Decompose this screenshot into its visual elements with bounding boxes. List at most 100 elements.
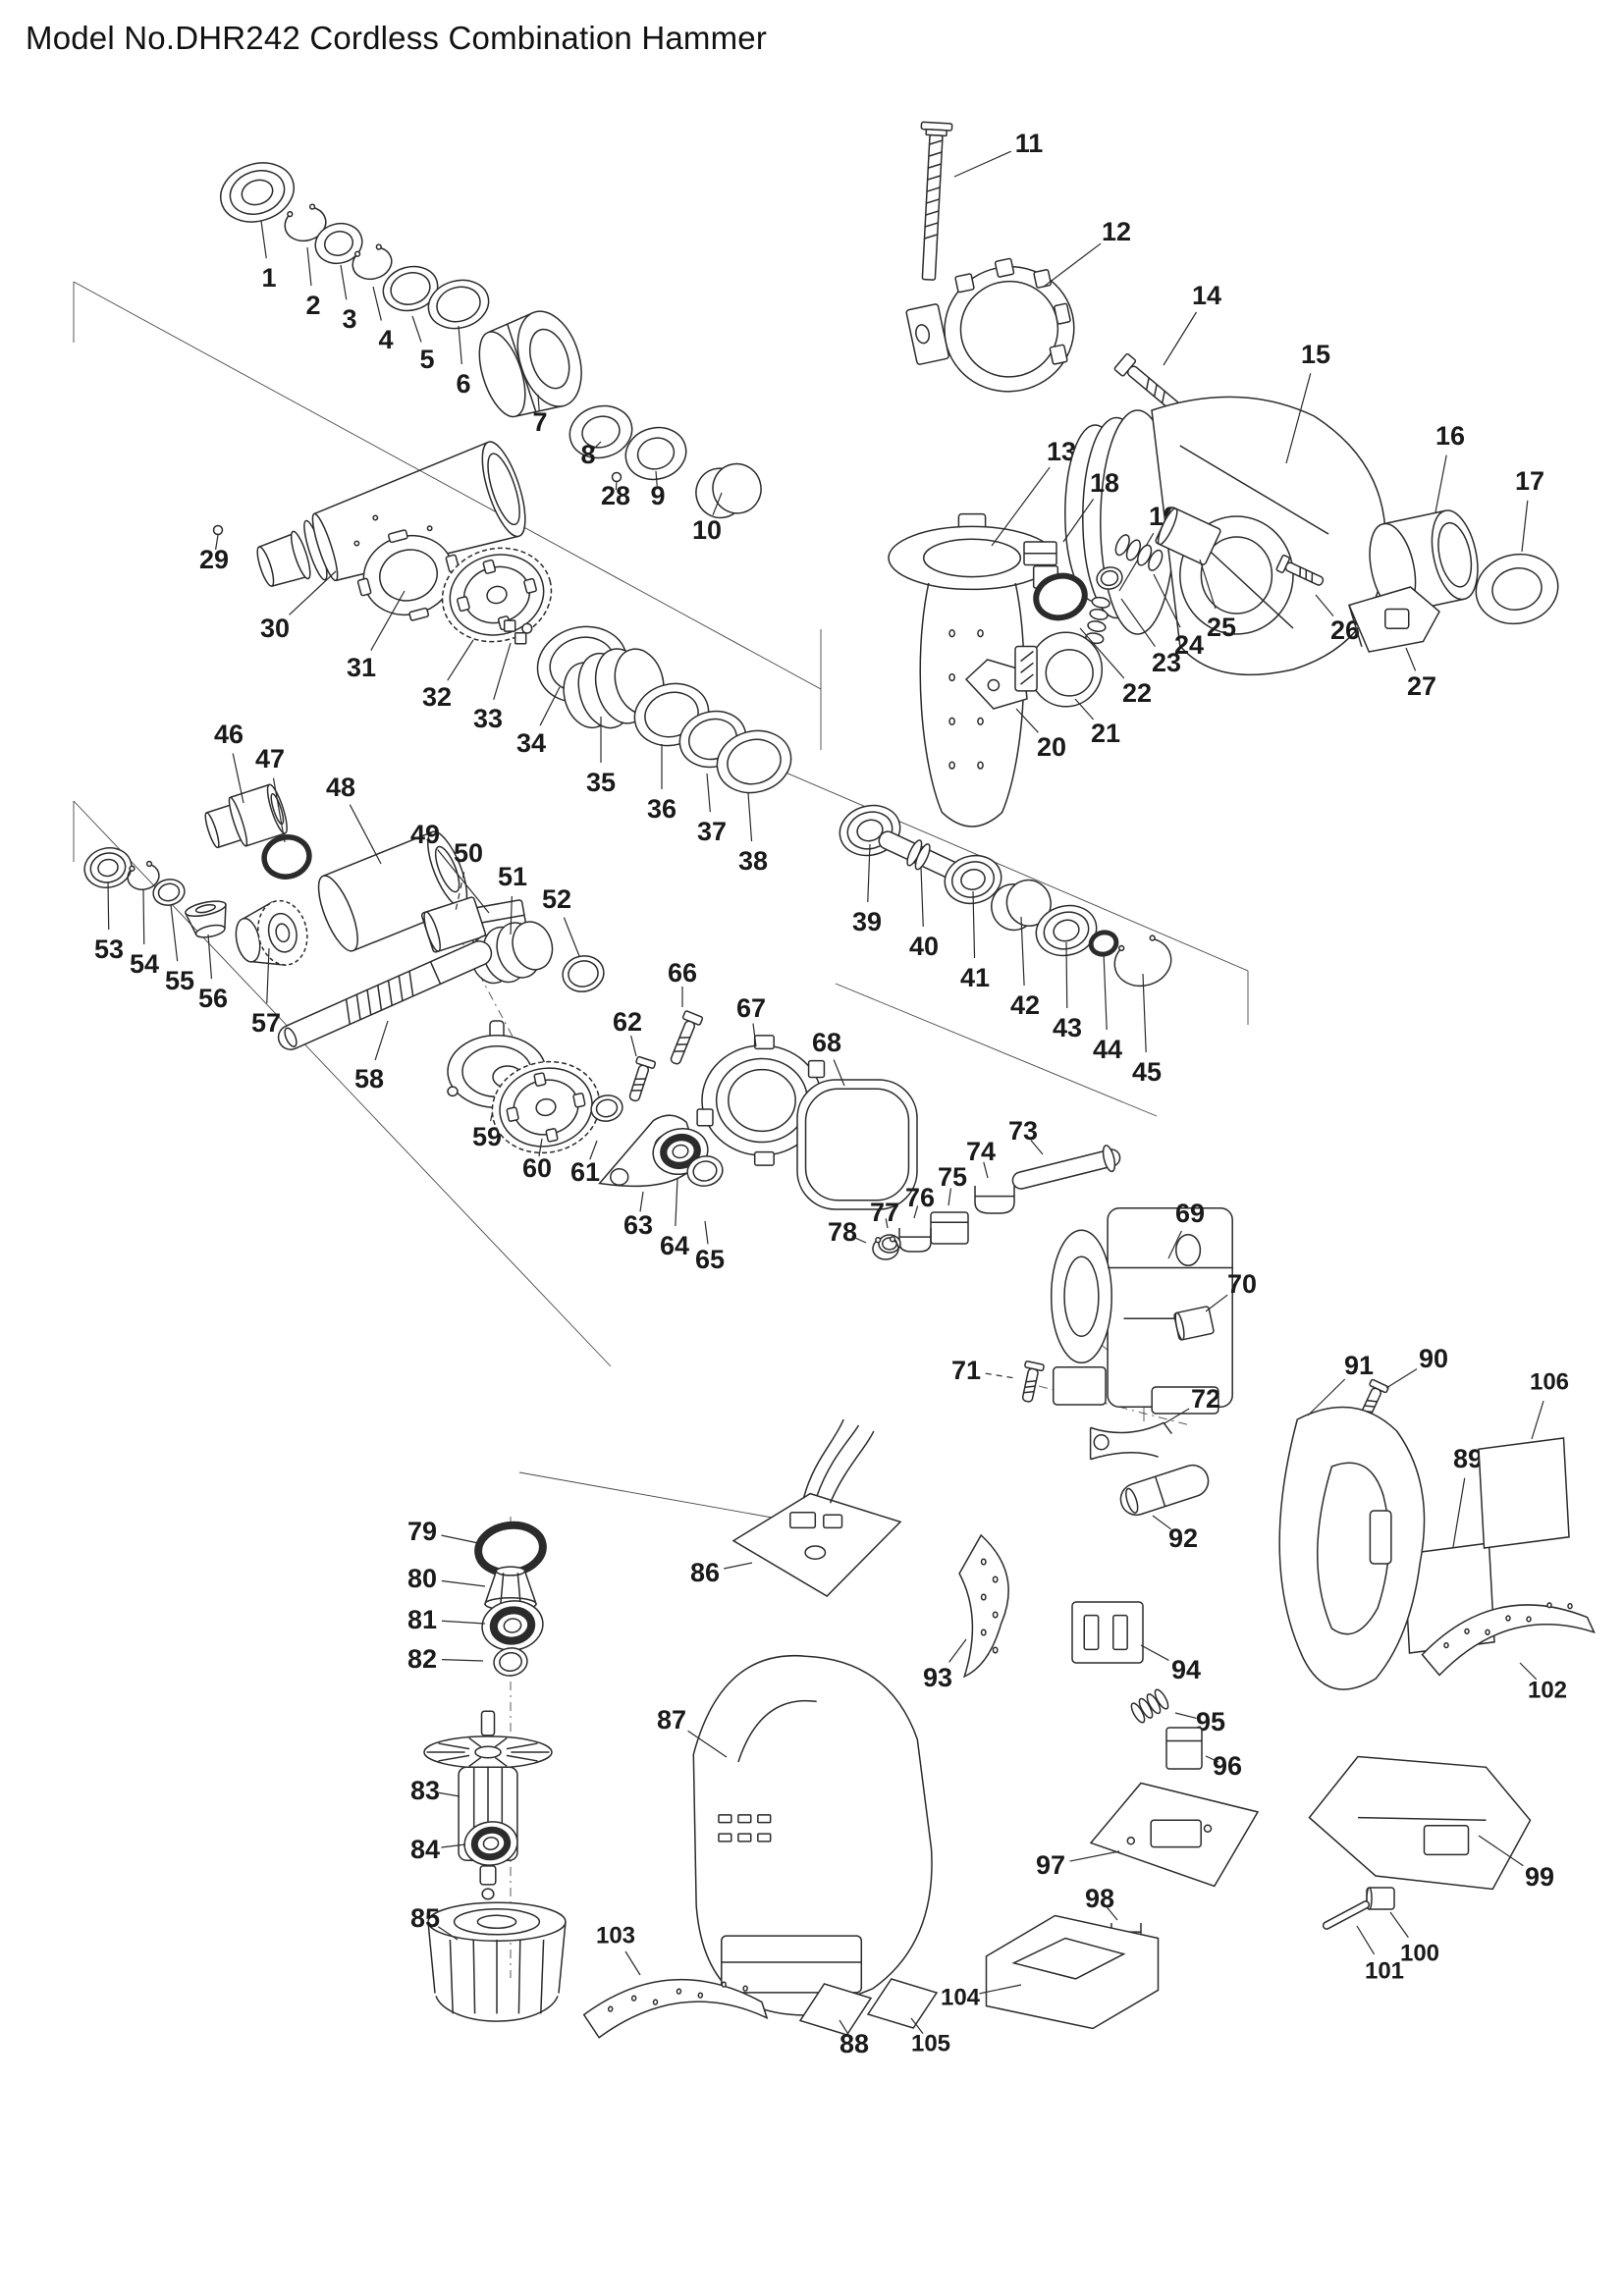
part-glyph-71 [1021,1361,1045,1403]
leader-line-88 [839,2019,849,2035]
part-label-98: 98 [1085,1884,1114,1913]
part-glyph-66 [670,1010,704,1065]
leader-line-43 [1065,941,1068,1009]
part-label-97: 97 [1036,1850,1065,1880]
leader-line-99 [1478,1835,1524,1867]
leader-line-48 [349,804,382,865]
part-glyph-84 [463,1821,518,1866]
leader-line-13 [991,466,1051,547]
part-label-73: 73 [1008,1116,1038,1146]
part-label-9: 9 [650,481,665,510]
part-label-90: 90 [1419,1344,1448,1373]
leader-line-73 [1030,1140,1044,1155]
part-label-46: 46 [214,720,244,749]
part-glyph-46 [204,783,288,849]
leader-line-65 [704,1220,709,1245]
part-label-67: 67 [736,993,766,1023]
part-label-52: 52 [542,884,571,914]
part-glyph-53 [83,847,133,888]
part-label-31: 31 [347,653,376,682]
leader-line-83 [438,1791,460,1797]
part-glyph-92 [1119,1464,1210,1517]
leader-line-86 [724,1562,753,1570]
leader-line-38 [747,792,753,842]
leader-line-8 [592,441,602,451]
part-glyph-60 [491,1060,601,1154]
part-glyph-61 [590,1095,623,1122]
leader-line-79 [441,1534,484,1545]
part-label-63: 63 [623,1210,653,1240]
leader-line-89 [1452,1477,1466,1548]
leader-line-106 [1531,1400,1544,1440]
part-label-47: 47 [255,744,285,774]
part-glyph-4 [352,243,393,281]
part-label-38: 38 [738,846,768,876]
leader-line-91 [1307,1378,1346,1416]
part-label-75: 75 [938,1162,967,1192]
part-glyph-73 [1011,1145,1121,1190]
part-label-40: 40 [909,932,939,961]
part-glyph-94 [1071,1601,1144,1664]
leader-line-11 [953,150,1011,178]
part-glyph-45 [1113,934,1172,988]
part-glyph-99 [1308,1755,1532,1891]
part-label-57: 57 [251,1008,281,1038]
leader-line-15 [1285,373,1312,464]
part-glyph-23 [1096,566,1123,590]
leader-line-31 [370,590,406,651]
part-glyph-74 [974,1186,1015,1214]
part-glyph-97 [1089,1782,1260,1888]
part-label-62: 62 [613,1007,642,1037]
part-glyph-41 [944,854,1002,905]
part-glyph-44 [1088,930,1119,957]
part-label-83: 83 [410,1776,440,1805]
leader-line-28 [615,480,618,491]
leader-line-37 [706,773,711,813]
part-glyph-17 [1475,553,1559,625]
part-glyph-55 [152,879,186,906]
part-glyph-82 [493,1647,528,1677]
part-label-10: 10 [692,515,722,545]
leader-line-56 [207,934,213,980]
leader-line-54 [142,888,145,945]
part-label-51: 51 [498,862,527,891]
part-label-48: 48 [326,773,355,802]
part-glyph-22 [1033,572,1088,621]
part-label-45: 45 [1132,1057,1162,1087]
part-glyph-106 [1478,1437,1570,1549]
leader-line-90 [1385,1368,1418,1389]
part-glyph-104 [985,1914,1160,2030]
leader-line-74 [983,1161,989,1179]
part-label-21: 21 [1091,719,1120,748]
leader-line-27 [1405,647,1417,671]
leader-line-24 [1153,573,1181,628]
part-glyph-33 [503,619,533,645]
part-glyph-87 [692,1654,933,2016]
leader-line-97 [1069,1850,1120,1862]
part-glyph-91 [1278,1406,1426,1690]
part-label-6: 6 [456,369,470,399]
part-label-61: 61 [570,1157,600,1187]
part-glyph-96 [1165,1727,1203,1770]
part-glyph-93 [958,1533,1009,1679]
part-glyph-8 [568,404,633,459]
leader-line-67 [752,1023,757,1047]
part-glyph-1 [220,162,295,223]
leader-line-61 [589,1140,598,1160]
part-glyph-70 [1173,1306,1215,1341]
leader-line-6 [458,325,462,365]
leader-line-46 [232,753,244,804]
part-glyph-62 [628,1055,657,1102]
part-label-106: 106 [1530,1369,1569,1396]
leader-line-85 [437,1926,459,1941]
part-glyph-38 [716,729,792,794]
part-label-50: 50 [454,838,483,868]
part-glyph-9 [624,426,687,481]
part-label-27: 27 [1407,671,1436,701]
leader-line-68 [833,1059,845,1087]
part-label-72: 72 [1191,1384,1220,1414]
leader-line-19 [1118,532,1155,592]
part-glyph-24 [1114,534,1164,571]
